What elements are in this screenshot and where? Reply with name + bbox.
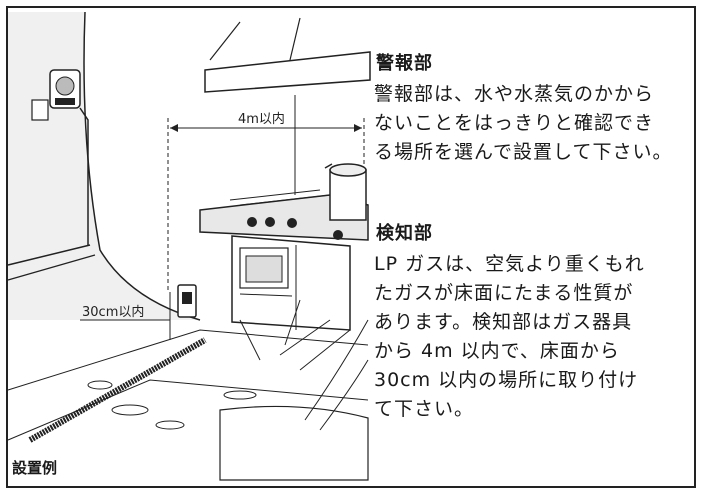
dimension-30cm: 30cm以内 bbox=[80, 292, 171, 340]
dimension-4m-label: 4m以内 bbox=[238, 111, 285, 127]
detector-text-line: 30cm 以内の場所に取り付け bbox=[374, 369, 639, 391]
detector-heading: 検知部 bbox=[376, 223, 433, 244]
detector-unit-icon bbox=[177, 284, 197, 318]
inset-circle-edge bbox=[83, 11, 201, 321]
figure-caption: 設置例 bbox=[12, 459, 58, 477]
range-hood bbox=[204, 17, 371, 195]
detector-text-line: て下さい。 bbox=[374, 398, 475, 420]
alarm-text-line: る場所を選んで設置して下さい。 bbox=[374, 141, 673, 163]
alarm-section: 警報部 警報部は、水や水蒸気のかから ないことをはっきりと確認でき る場所を選ん… bbox=[368, 52, 688, 167]
diagram-frame bbox=[6, 6, 696, 488]
floor bbox=[7, 299, 369, 481]
detector-section: 検知部 LP ガスは、空気より重くもれ たガスが床面にたまる性質が あります。検… bbox=[368, 222, 688, 424]
pot-icon bbox=[324, 163, 367, 221]
alarm-text-line: ないことをはっきりと確認でき bbox=[374, 112, 655, 134]
dimension-30cm-label: 30cm以内 bbox=[82, 304, 144, 320]
dimension-4m: 4m以内 bbox=[167, 111, 365, 290]
detector-text-line: LP ガスは、空気より重くもれ bbox=[374, 253, 645, 275]
detector-text-line: あります。検知部はガス器具 bbox=[374, 311, 633, 333]
alarm-text-line: 警報部は、水や水蒸気のかから bbox=[374, 83, 655, 105]
detector-text-line: たガスが床面にたまる性質が bbox=[374, 282, 634, 304]
alarm-unit-icon bbox=[31, 69, 89, 245]
detector-text-line: から 4m 以内で、床面から bbox=[374, 340, 620, 362]
alarm-heading: 警報部 bbox=[376, 53, 433, 74]
